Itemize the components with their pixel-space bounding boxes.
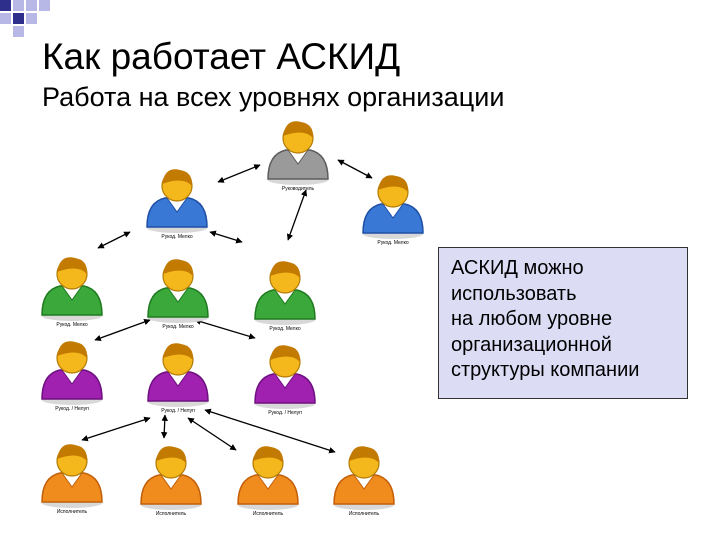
callout-line: использовать: [451, 282, 577, 305]
connection-arrow-ruk-g2: [286, 189, 308, 241]
person-label: Руководитель: [282, 186, 315, 192]
person-label: Рукод. Мелко: [161, 234, 192, 240]
person-p2: Рукод. / Нелуп: [147, 343, 209, 414]
person-label: Исполнитель: [57, 509, 88, 515]
person-label: Исполнитель: [253, 511, 284, 517]
hair: [162, 169, 193, 186]
hair: [378, 175, 409, 192]
decor-square: [26, 0, 37, 11]
slide-subtitle: Работа на всех уровнях организации: [42, 82, 505, 112]
person-label: Исполнитель: [349, 511, 380, 517]
person-p3: Рукод. / Нелуп: [254, 345, 316, 416]
decor-square: [0, 13, 11, 24]
person-e4: Исполнитель: [333, 446, 395, 517]
connection-arrow-ruk-l2b: [337, 159, 373, 179]
info-callout: АСКИД можно использовать на любом уровне…: [438, 247, 688, 399]
decor-square: [13, 13, 24, 24]
connection-arrow-p2-e4: [204, 408, 336, 454]
hair: [253, 446, 284, 463]
hair: [57, 341, 88, 358]
hair: [57, 257, 88, 274]
person-p1: Рукод. / Нелуп: [41, 341, 103, 412]
decor-square: [13, 26, 24, 37]
callout-line: структуры компании: [451, 359, 640, 381]
hair: [270, 345, 301, 362]
person-label: Рукод. / Нелуп: [268, 410, 302, 416]
person-g3: Рукод. Мелко: [254, 261, 316, 332]
hair: [349, 446, 380, 463]
connection-arrow-p2-e3: [187, 417, 237, 451]
person-e2: Исполнитель: [140, 446, 202, 517]
connection-arrow-l2a-g3: [209, 230, 243, 244]
callout-line: организационной: [451, 333, 612, 356]
person-g2: Рукод. Мелко: [147, 259, 209, 330]
person-ruk: Руководитель: [267, 121, 329, 192]
hair: [57, 444, 88, 461]
person-label: Рукод. / Нелуп: [161, 408, 195, 414]
person-label: Исполнитель: [156, 511, 187, 517]
connection-arrow-l2a-g1: [97, 231, 131, 249]
hair: [163, 343, 194, 360]
person-g1: Рукод. Мелко: [41, 257, 103, 328]
hair: [283, 121, 314, 138]
slide-title: Как работает АСКИД: [42, 36, 401, 77]
person-l2b: Рукод. Мелко: [362, 175, 424, 246]
person-label: Рукод. Мелко: [377, 240, 408, 246]
person-e1: Исполнитель: [41, 444, 103, 515]
person-e3: Исполнитель: [237, 446, 299, 517]
connection-arrow-g2-p1: [94, 318, 151, 342]
connections: [81, 159, 373, 454]
connection-arrow-p2-e1: [81, 416, 151, 442]
callout-line: АСКИД можно: [451, 257, 584, 279]
connection-arrow-g2-p3: [194, 318, 256, 340]
hair: [163, 259, 194, 276]
person-l2a: Рукод. Мелко: [146, 169, 208, 240]
callout-line: на любом уровне: [451, 308, 613, 330]
decor-square: [26, 13, 37, 24]
person-label: Рукод. Мелко: [269, 326, 300, 332]
person-label: Рукод. / Нелуп: [55, 406, 89, 412]
hair: [156, 446, 187, 463]
person-label: Рукод. Мелко: [56, 322, 87, 328]
connection-arrow-ruk-l2a: [217, 164, 261, 183]
decor-square: [39, 0, 50, 11]
decor-square: [0, 0, 11, 11]
hair: [270, 261, 301, 278]
decor-square: [13, 0, 24, 11]
person-label: Рукод. Мелко: [162, 324, 193, 330]
decorative-squares: [0, 0, 60, 40]
connection-arrow-p2-e2: [161, 414, 168, 439]
